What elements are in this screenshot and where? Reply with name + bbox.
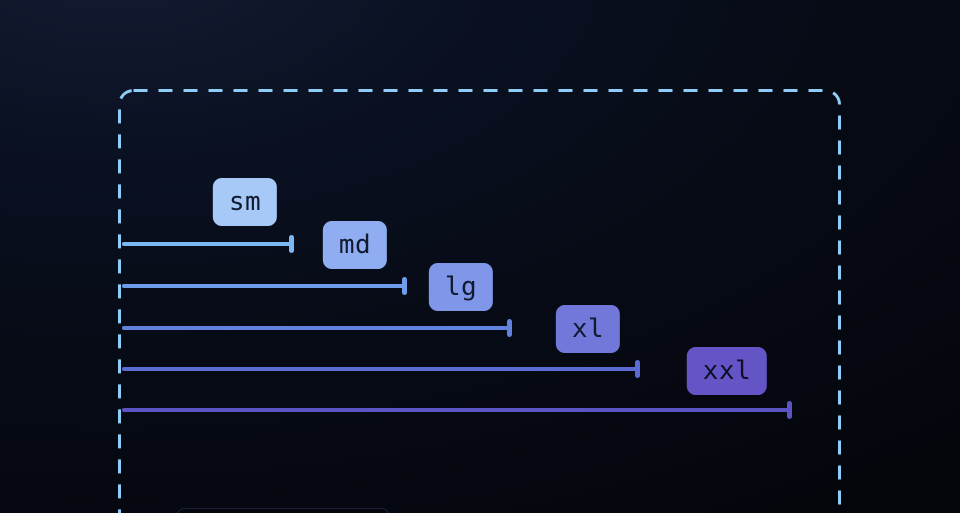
scale-line-endcap xyxy=(402,277,407,295)
scale-line-md xyxy=(122,277,407,295)
scale-badge-md: md xyxy=(322,221,388,269)
partial-bottom-element xyxy=(176,508,390,513)
scale-line-endcap xyxy=(635,360,640,378)
scale-badge-xxl: xxl xyxy=(686,347,768,395)
scale-badge-sm: sm xyxy=(212,178,278,226)
scale-line-lg xyxy=(122,319,512,337)
scale-badge-lg: lg xyxy=(428,263,494,311)
dashed-border xyxy=(118,89,841,513)
scale-line-endcap xyxy=(507,319,512,337)
scale-line-xl xyxy=(122,360,640,378)
scale-line-endcap xyxy=(787,401,792,419)
dashed-container-frame xyxy=(118,89,841,513)
scale-line-endcap xyxy=(289,235,294,253)
scale-line-xxl xyxy=(122,401,792,419)
scale-badge-xl: xl xyxy=(555,305,621,353)
scale-line-sm xyxy=(122,235,294,253)
